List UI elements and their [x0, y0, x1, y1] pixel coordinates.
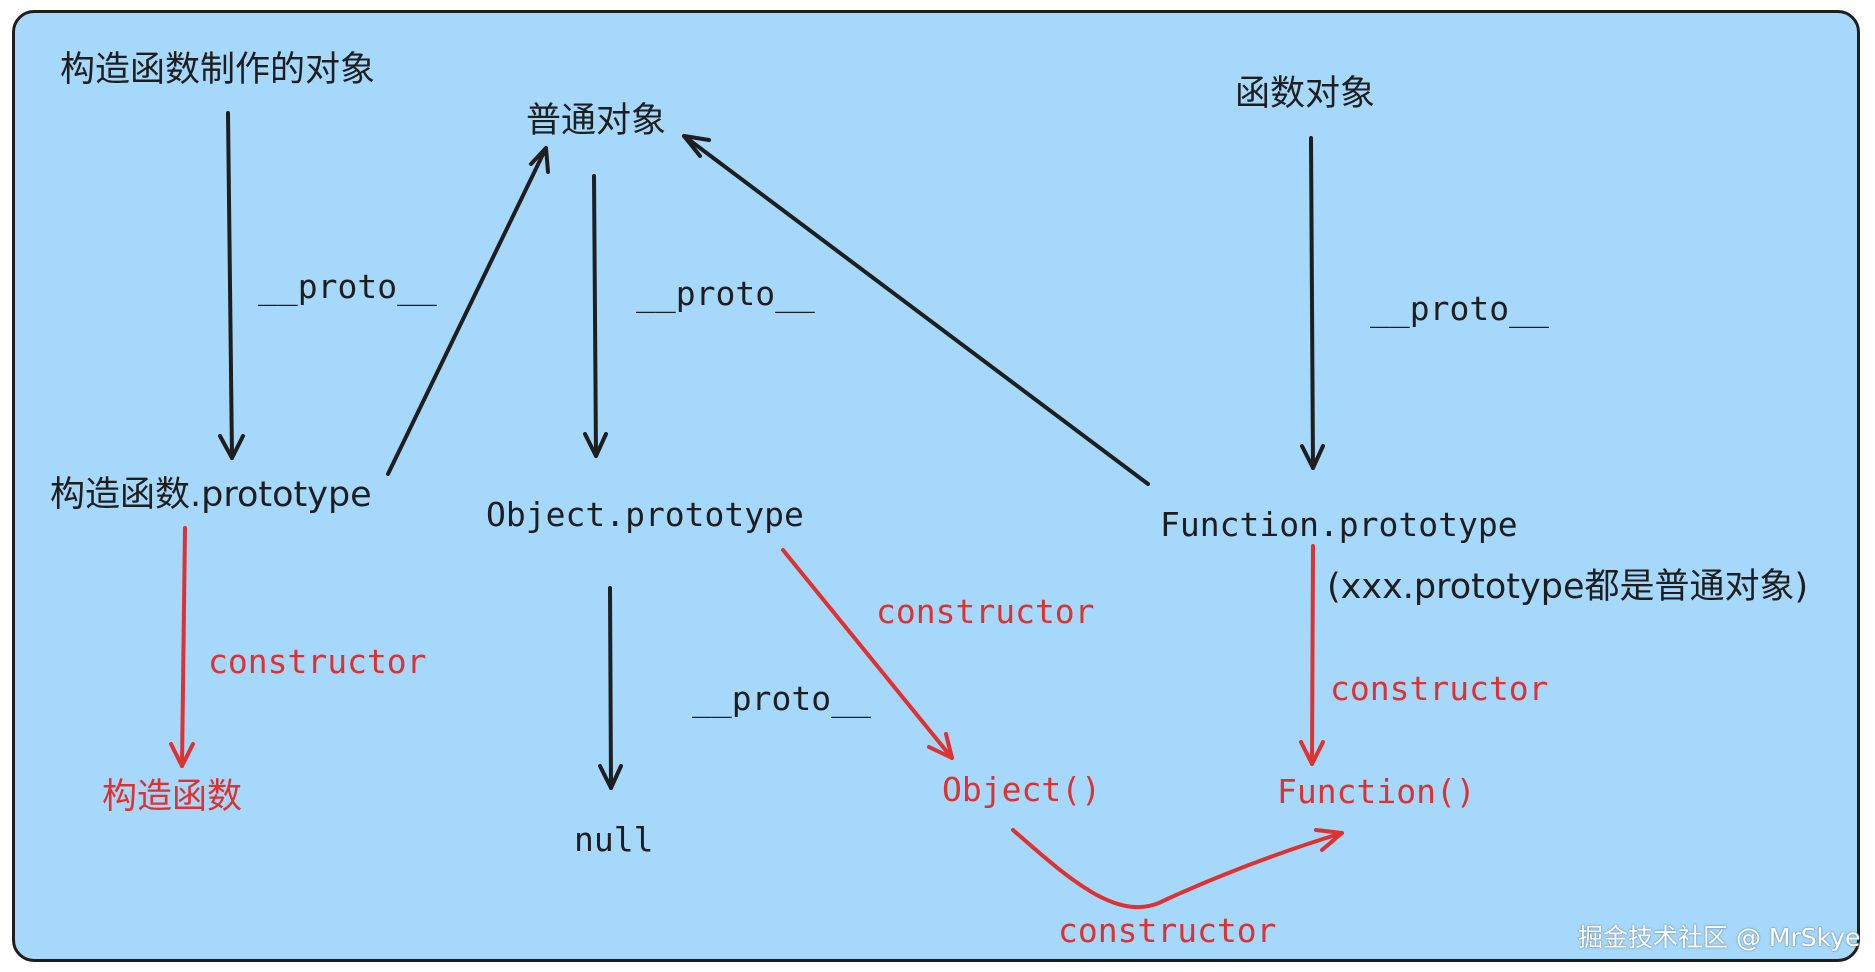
edge-label-proto-function: __proto__: [1370, 289, 1549, 328]
watermark: 掘金技术社区 @ MrSkye: [1578, 923, 1861, 952]
node-ctor-function: 构造函数: [102, 777, 243, 817]
node-null: null: [574, 820, 654, 859]
node-function-prototype: Function.prototype: [1160, 505, 1518, 544]
edge-label-proto-object-prototype: __proto__: [692, 679, 871, 718]
node-plain-object: 普通对象: [526, 101, 667, 141]
node-ctor-prototype: 构造函数.prototype: [50, 475, 372, 515]
arrow-object-ctor-to-function-ctor: [1011, 828, 1344, 910]
arrow-function-prototype-to-plain-object: [682, 134, 1150, 486]
node-function-object: 函数对象: [1235, 74, 1376, 114]
edge-label-constructor-function-prototype: constructor: [1330, 669, 1549, 708]
arrow-ctor-prototype-to-ctor-function: [180, 526, 187, 768]
arrow-ctor-prototype-to-plain-object: [386, 146, 548, 476]
edge-label-constructor-ctor-prototype: constructor: [208, 642, 427, 681]
edge-label-constructor-object-ctor: constructor: [1058, 911, 1277, 950]
edge-label-proto-plain: __proto__: [636, 274, 815, 313]
node-function-ctor: Function(): [1277, 772, 1476, 811]
edge-label-constructor-object-prototype: constructor: [876, 592, 1095, 631]
arrow-function-prototype-to-function-ctor: [1310, 544, 1315, 766]
node-object-ctor: Object(): [942, 770, 1101, 809]
edge-label-proto-constructed: __proto__: [258, 267, 437, 306]
arrow-object-prototype-to-null: [608, 586, 613, 790]
node-constructed-object: 构造函数制作的对象: [60, 50, 376, 90]
node-object-prototype: Object.prototype: [486, 495, 804, 534]
node-prototype-note: (xxx.prototype都是普通对象): [1327, 567, 1809, 607]
arrow-function-object-to-function-prototype: [1309, 136, 1315, 470]
arrow-constructed-to-ctor-prototype: [226, 111, 234, 460]
diagram-canvas: [12, 10, 1860, 962]
arrow-plain-object-to-object-prototype: [592, 174, 598, 458]
arrow-object-prototype-to-object-ctor: [781, 548, 954, 760]
